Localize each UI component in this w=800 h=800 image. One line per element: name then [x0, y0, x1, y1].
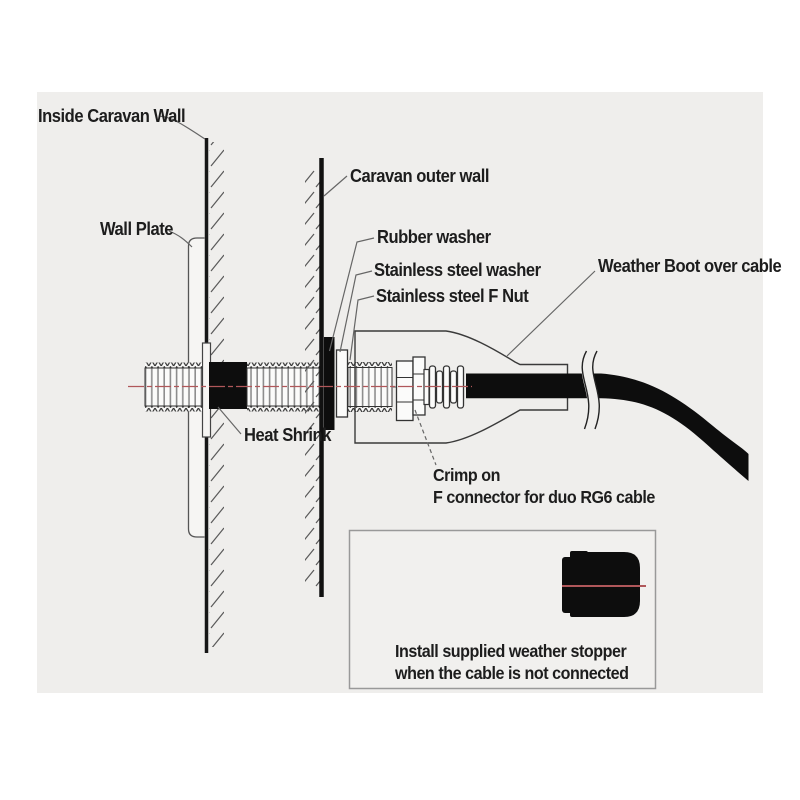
- coax-cable: [466, 373, 749, 481]
- leader-wall-plate: [168, 230, 193, 248]
- label-weather-stopper-note: Install supplied weather stopper when th…: [395, 640, 629, 684]
- heat-shrink: [209, 362, 247, 409]
- weather-stopper: [562, 551, 646, 617]
- stainless-steel-f-nut: [395, 356, 426, 422]
- label-rubber-washer: Rubber washer: [377, 227, 491, 247]
- leader-outer-wall: [323, 175, 348, 197]
- cable-break-mark: [581, 348, 600, 431]
- leader-heat-shrink: [217, 406, 242, 435]
- stainless-steel-washer: [335, 349, 349, 418]
- label-stainless-steel-f-nut: Stainless steel F Nut: [376, 286, 529, 306]
- label-crimp-line2: F connector for duo RG6 cable: [433, 487, 655, 507]
- label-crimp-line1: Crimp on: [433, 465, 500, 485]
- label-heat-shrink: Heat Shrink: [244, 425, 331, 445]
- leader-ss-washer: [339, 270, 373, 353]
- label-note-line2: when the cable is not connected: [395, 663, 629, 683]
- label-note-line1: Install supplied weather stopper: [395, 641, 627, 661]
- leader-weather-boot: [506, 270, 596, 357]
- label-caravan-outer-wall: Caravan outer wall: [350, 166, 489, 186]
- rubber-washer: [324, 337, 335, 430]
- leader-inside-wall: [158, 115, 206, 140]
- caravan-outer-wall: [305, 158, 324, 597]
- weather-boot: [354, 330, 569, 444]
- leader-rubber-washer: [328, 237, 375, 352]
- label-inside-caravan-wall: Inside Caravan Wall: [38, 106, 186, 126]
- label-stainless-steel-washer: Stainless steel washer: [374, 260, 541, 280]
- leader-crimp-connector: [414, 409, 437, 466]
- label-weather-boot: Weather Boot over cable: [598, 256, 782, 276]
- label-wall-plate: Wall Plate: [100, 219, 174, 239]
- leader-f-nut: [349, 295, 375, 361]
- label-crimp-connector: Crimp on F connector for duo RG6 cable: [433, 464, 655, 508]
